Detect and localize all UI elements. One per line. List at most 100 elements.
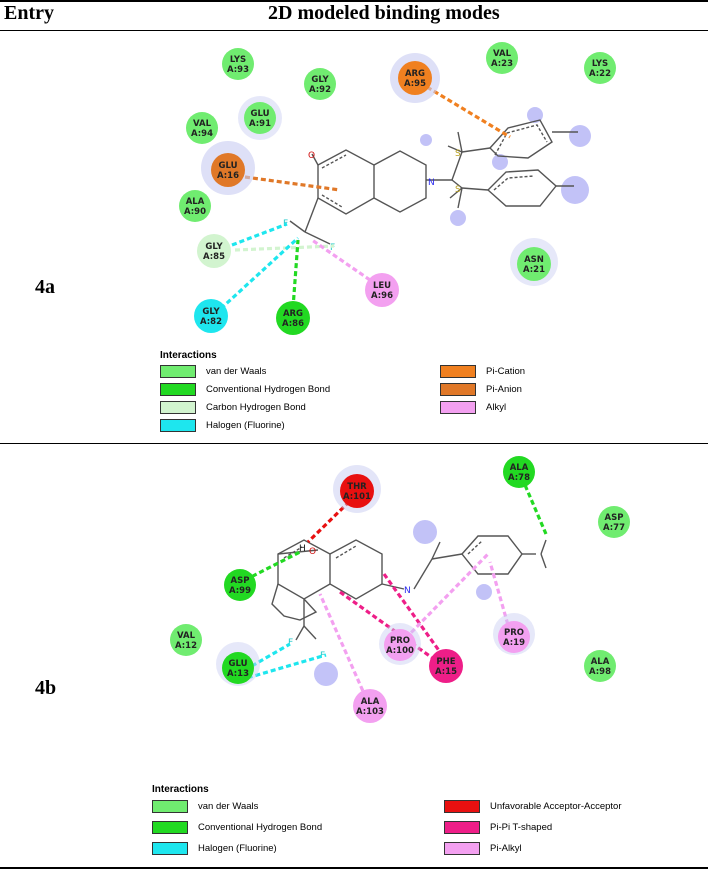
svg-text:A:13: A:13 — [227, 669, 249, 679]
residue-asn21[interactable]: ASN A:21 — [510, 238, 558, 286]
residue-leu96[interactable]: LEU A:96 — [365, 273, 399, 307]
svg-text:ALA: ALA — [186, 197, 205, 207]
phenol-ring — [271, 583, 318, 621]
atom-hydrogen: H — [299, 544, 306, 554]
solvent-shading — [420, 107, 591, 226]
svg-text:A:93: A:93 — [227, 65, 249, 75]
residue-arg95[interactable]: ARG A:95 — [390, 53, 440, 103]
table-top-rule — [0, 0, 708, 2]
residue-ala103[interactable]: ALA A:103 — [353, 689, 387, 723]
atom-hydroxyl-oxygen: O — [309, 547, 316, 557]
svg-text:ARG: ARG — [283, 309, 303, 319]
legend-item-pipi-t: Pi-Pi T-shaped — [444, 821, 552, 834]
svg-text:A:23: A:23 — [491, 59, 513, 69]
interaction-halogen-gly85 — [231, 222, 288, 247]
svg-text:ASP: ASP — [231, 576, 250, 586]
interaction-pi-alkyl-pro19 — [488, 561, 512, 633]
legend-label: Halogen (Fluorine) — [206, 420, 285, 431]
residue-thr101[interactable]: THR A:101 — [333, 465, 381, 513]
svg-text:LEU: LEU — [373, 281, 391, 291]
svg-text:THR: THR — [347, 482, 367, 492]
svg-text:A:90: A:90 — [184, 207, 206, 217]
legend-swatch — [160, 419, 196, 432]
legend-swatch — [152, 800, 188, 813]
svg-text:A:77: A:77 — [603, 523, 625, 533]
legend-swatch — [152, 842, 188, 855]
residue-val94[interactable]: VAL A:94 — [186, 112, 218, 144]
residue-ala98[interactable]: ALA A:98 — [584, 650, 616, 682]
residue-val12[interactable]: VAL A:12 — [170, 624, 202, 656]
header-binding-modes: 2D modeled binding modes — [268, 2, 500, 24]
legend-label: Conventional Hydrogen Bond — [206, 384, 331, 395]
svg-text:VAL: VAL — [193, 119, 212, 129]
legend-item-pi-anion: Pi-Anion — [440, 383, 522, 396]
interaction-halogen-glu13-f2 — [239, 653, 327, 682]
binding-diagram-4a: O N F F S S LYS A:93 GLY A:92 VAL A:23 — [179, 42, 616, 335]
legend-title-4b: Interactions — [152, 784, 209, 795]
svg-text:A:15: A:15 — [435, 667, 457, 677]
residue-asp77[interactable]: ASP A:77 — [598, 506, 630, 538]
residue-gly92[interactable]: GLY A:92 — [304, 68, 336, 100]
svg-text:ASN: ASN — [524, 255, 544, 265]
legend-label: van der Waals — [198, 801, 259, 812]
svg-text:VAL: VAL — [493, 49, 512, 59]
binding-mode-4b: H O N F F THR A:101 ALA A:78 ASP — [0, 444, 708, 864]
ligand-4b — [271, 535, 547, 641]
svg-text:GLU: GLU — [229, 659, 248, 669]
svg-text:A:21: A:21 — [523, 265, 545, 275]
legend-label: Conventional Hydrogen Bond — [198, 822, 323, 833]
residue-gly82[interactable]: GLY A:82 — [194, 299, 228, 333]
residue-lys22[interactable]: LYS A:22 — [584, 52, 616, 84]
residue-arg86[interactable]: ARG A:86 — [276, 301, 310, 335]
legend-label: Alkyl — [486, 402, 507, 413]
residue-glu16[interactable]: GLU A:16 — [201, 141, 255, 195]
legend-item-hbond: Conventional Hydrogen Bond — [160, 383, 330, 396]
binding-mode-4a: O N F F S S LYS A:93 GLY A:92 VAL A:23 — [179, 42, 616, 335]
residue-pro100[interactable]: PRO A:100 — [379, 623, 421, 665]
legend-label: Carbon Hydrogen Bond — [206, 402, 306, 413]
atom-fluorine-1: F — [288, 638, 293, 648]
svg-text:A:22: A:22 — [589, 69, 611, 79]
legend-swatch — [440, 365, 476, 378]
header-entry: Entry — [4, 2, 54, 24]
residue-ala78[interactable]: ALA A:78 — [503, 456, 535, 488]
svg-text:A:101: A:101 — [343, 492, 371, 502]
binding-diagram-4b: H O N F F THR A:101 ALA A:78 ASP — [170, 456, 630, 723]
residue-lys93[interactable]: LYS A:93 — [222, 48, 254, 80]
interaction-hbond-ala78 — [520, 477, 548, 535]
naphthalene-ring-1 — [329, 539, 383, 600]
interaction-halogen-gly82 — [213, 236, 300, 316]
svg-text:A:19: A:19 — [503, 638, 525, 648]
residue-gly85[interactable]: GLY A:85 — [197, 234, 231, 268]
ligand-4a — [289, 119, 578, 245]
residue-phe15[interactable]: PHE A:15 — [429, 649, 463, 683]
svg-text:ALA: ALA — [591, 657, 610, 667]
svg-text:ARG: ARG — [405, 69, 425, 79]
legend-title-4a: Interactions — [160, 350, 217, 361]
atom-oxygen-carbonyl: O — [308, 151, 315, 161]
svg-text:A:94: A:94 — [191, 129, 213, 139]
svg-text:A:98: A:98 — [589, 667, 611, 677]
svg-text:ALA: ALA — [510, 463, 529, 473]
toluene-ring-1 — [489, 119, 553, 159]
svg-text:A:92: A:92 — [309, 85, 331, 95]
residue-val23[interactable]: VAL A:23 — [486, 42, 518, 74]
legend-swatch — [440, 401, 476, 414]
svg-text:GLU: GLU — [219, 161, 238, 171]
residue-pro19[interactable]: PRO A:19 — [493, 613, 535, 655]
svg-text:ALA: ALA — [361, 697, 380, 707]
header-bottom-rule — [0, 30, 708, 31]
svg-text:A:95: A:95 — [404, 79, 426, 89]
interaction-hbond-arg86 — [291, 239, 300, 309]
ring-a — [317, 149, 375, 215]
residue-asp99[interactable]: ASP A:99 — [224, 569, 256, 601]
solvent-shading — [314, 520, 492, 686]
residue-glu91[interactable]: GLU A:91 — [238, 96, 282, 140]
residue-ala90[interactable]: ALA A:90 — [179, 190, 211, 222]
residue-glu13[interactable]: GLU A:13 — [216, 642, 260, 686]
svg-text:VAL: VAL — [177, 631, 196, 641]
legend-swatch — [444, 821, 480, 834]
interaction-pipi-phe15-a — [339, 590, 439, 664]
legend-swatch — [160, 383, 196, 396]
legend-item-halogen: Halogen (Fluorine) — [160, 419, 285, 432]
